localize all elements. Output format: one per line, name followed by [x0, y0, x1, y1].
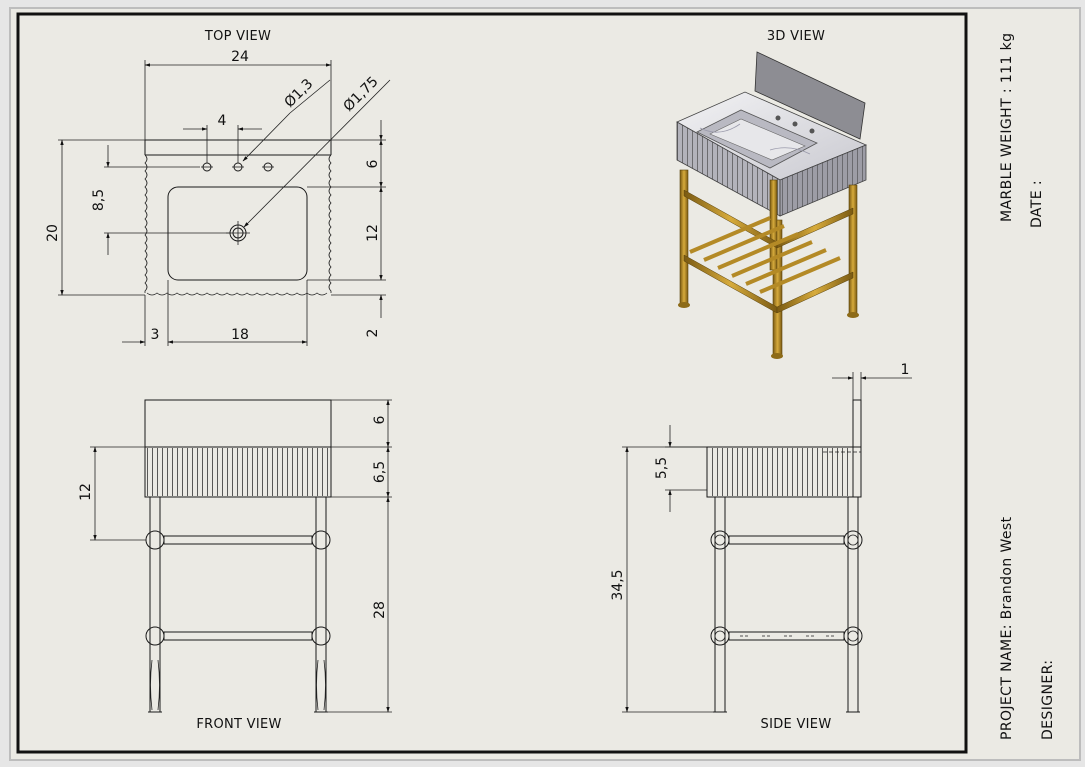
three-d-view: 3D VIEW [676, 29, 868, 359]
dim-back-depth: 6 [365, 159, 381, 168]
dim-side-total-height: 34,5 [610, 569, 626, 600]
dim-basin-depth: 12 [365, 224, 381, 242]
project-name: PROJECT NAME: Brandon West [999, 516, 1015, 740]
front-view-label: FRONT VIEW [196, 717, 281, 732]
marble-weight: MARBLE WEIGHT : 111 kg [999, 33, 1015, 222]
dim-front-flute-height: 6,5 [372, 461, 388, 483]
three-d-view-label: 3D VIEW [767, 29, 825, 44]
date-field: DATE : [1029, 180, 1045, 228]
dim-front-basin-height: 12 [78, 483, 94, 501]
dim-side-flute-height: 5,5 [654, 457, 670, 479]
title-block [972, 14, 1072, 752]
title-block-text: MARBLE WEIGHT : 111 kg DATE : PROJECT NA… [999, 33, 1056, 740]
dim-top-width: 24 [231, 49, 249, 65]
dim-basin-width: 18 [231, 327, 249, 343]
designer-field: DESIGNER: [1040, 660, 1056, 740]
dim-front-leg-height: 28 [372, 601, 388, 619]
dim-tap-offset: 8,5 [91, 189, 107, 211]
dim-side-margin: 3 [151, 327, 160, 343]
dim-front-top-height: 6 [372, 415, 388, 424]
dim-tap-spacing: 4 [218, 113, 227, 129]
side-view-label: SIDE VIEW [761, 717, 832, 732]
dim-front-lip: 2 [365, 329, 381, 338]
side-view: 1 5,5 34,5 SIDE VIEW [610, 362, 912, 732]
dim-side-splash-thickness: 1 [901, 362, 910, 378]
front-view: 6 6,5 28 12 FRONT VIEW [78, 399, 392, 732]
dim-depth: 20 [45, 224, 61, 242]
top-view-label: TOP VIEW [204, 29, 271, 44]
